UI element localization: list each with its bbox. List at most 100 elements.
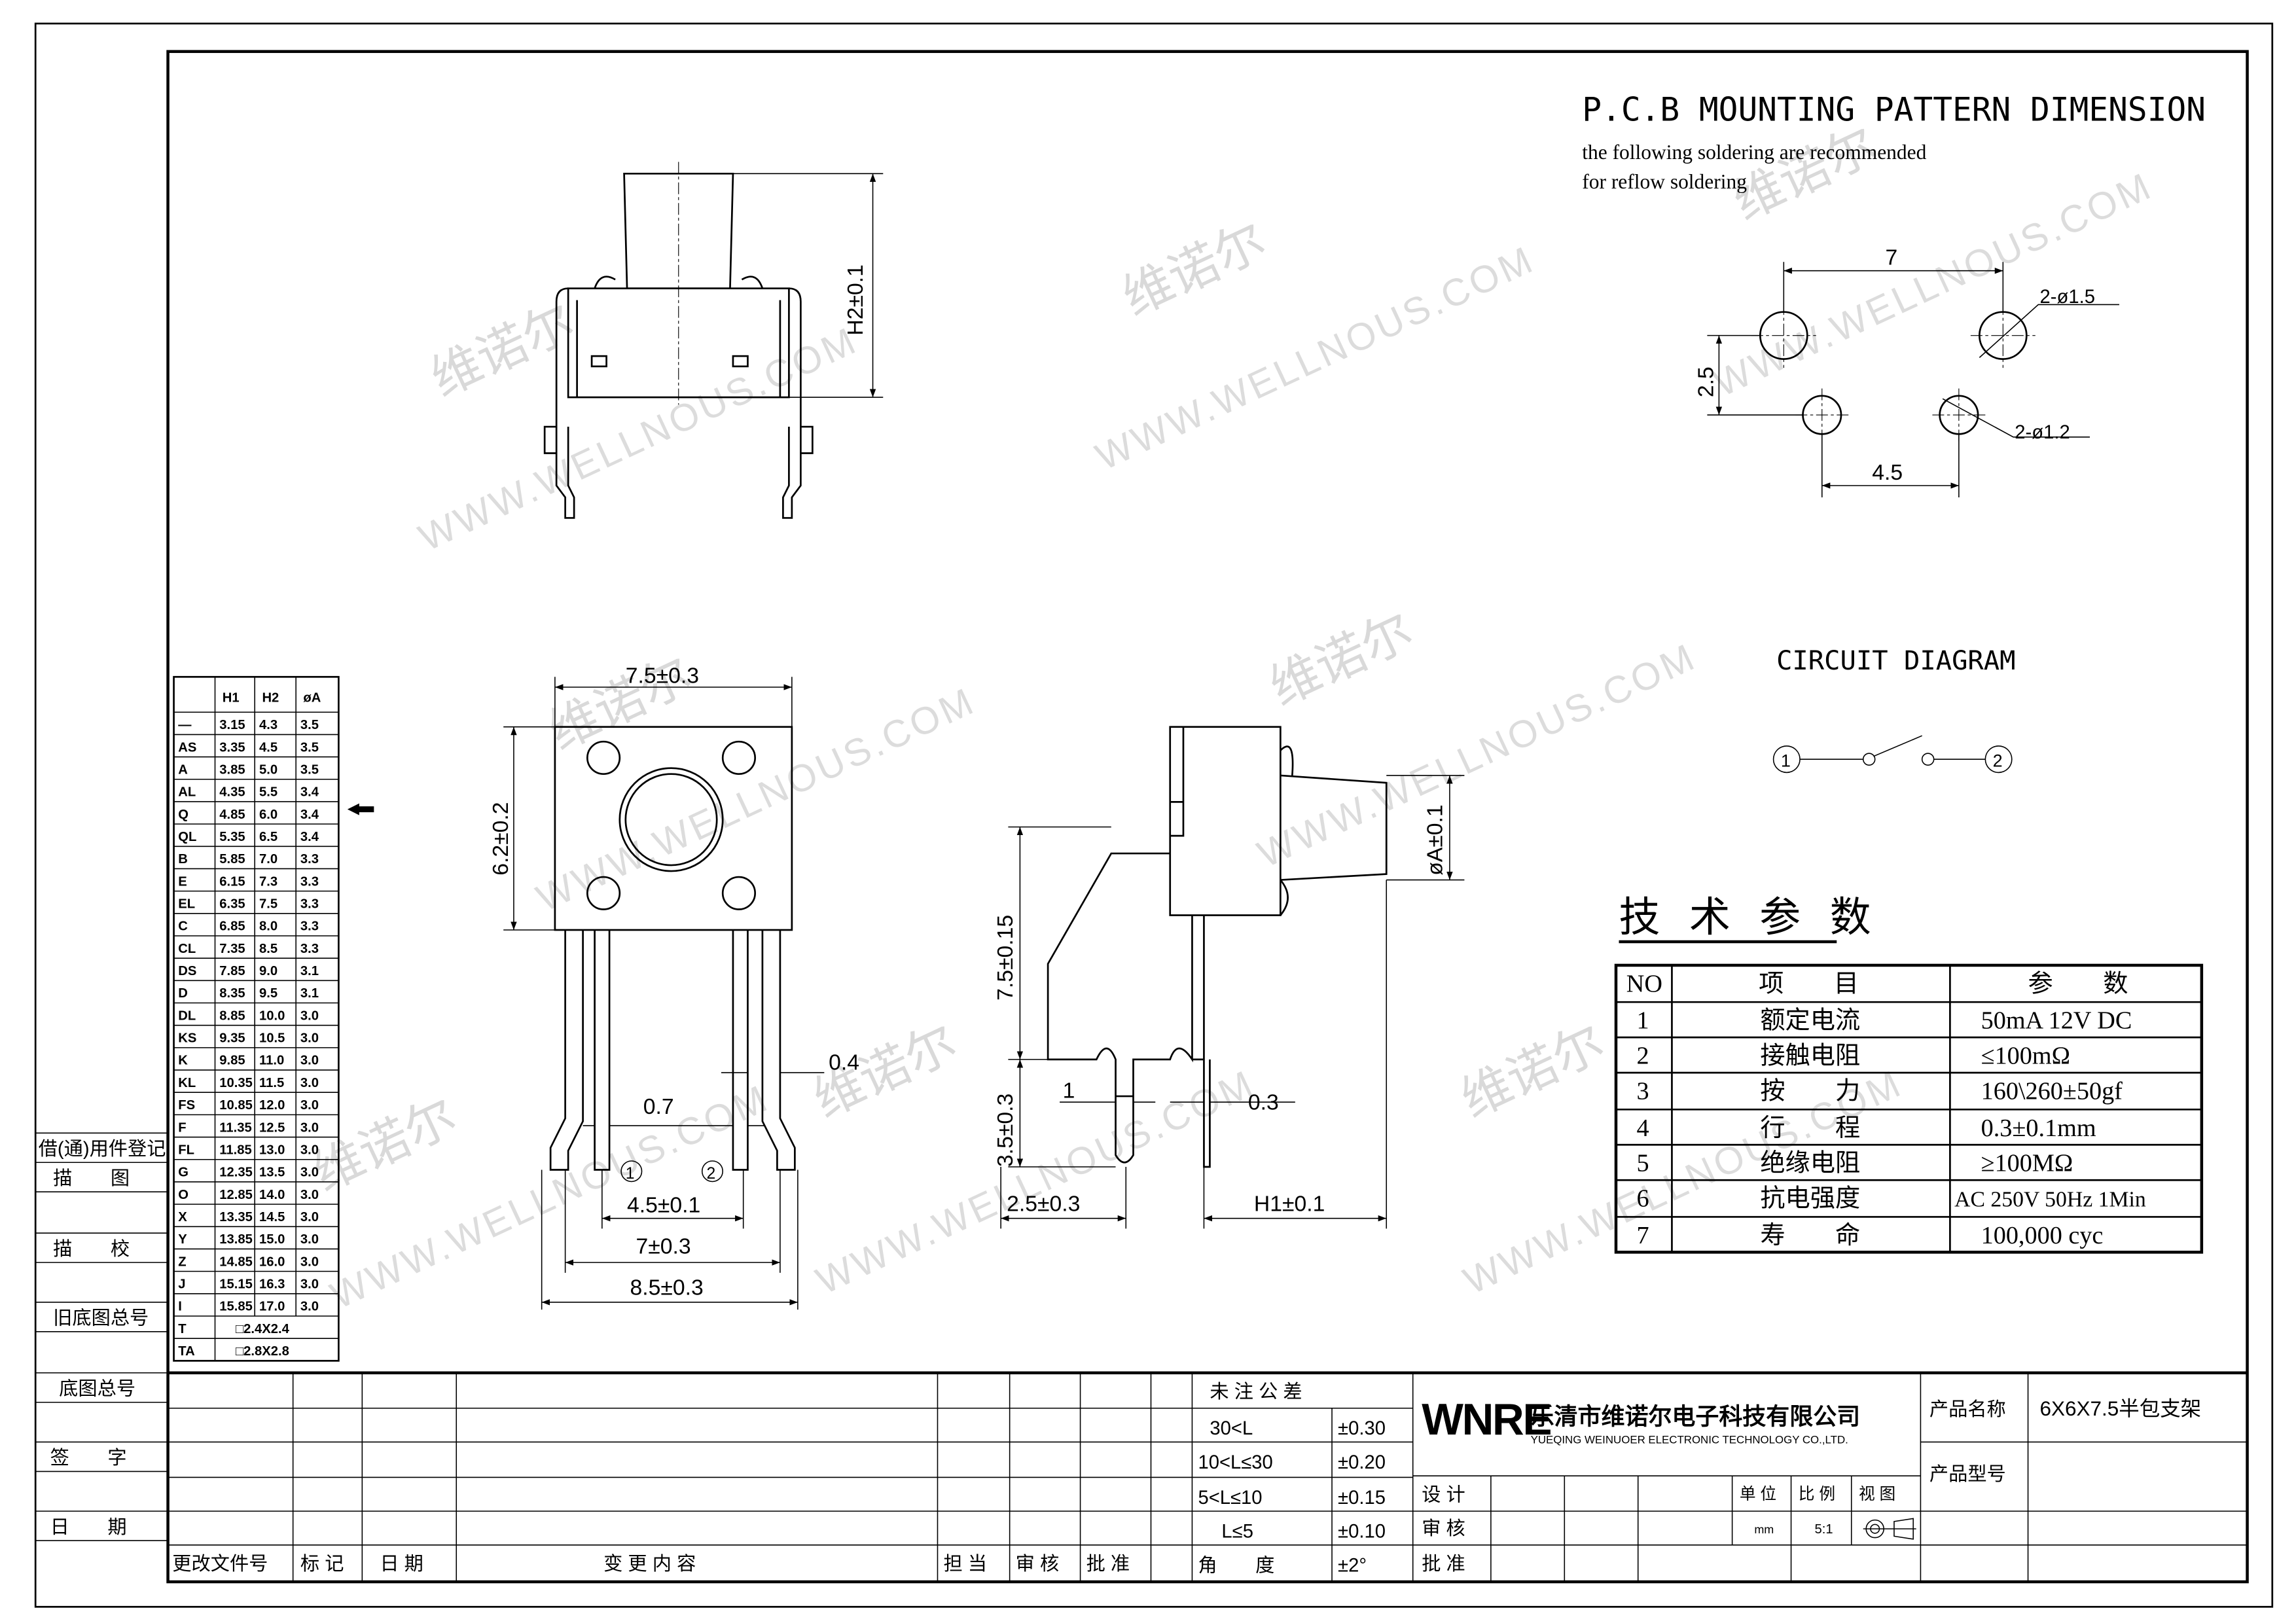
variant-cell: Q [178,808,188,822]
variant-cell: 3.0 [300,1210,319,1224]
drawing-label: 7±0.3 [636,1234,691,1259]
variant-cell: 15.0 [259,1232,285,1247]
variant-cell: 3.4 [300,830,319,844]
variant-cell: F [178,1120,186,1135]
column-header: H1 [223,690,240,705]
variant-cell: 3.3 [300,874,319,889]
variant-cell: 6.85 [219,919,245,934]
drawing-label: 产品型号 [1929,1463,2006,1485]
drawing-label: 4.5 [1872,460,1903,485]
variant-cell: 3.0 [300,1166,319,1180]
drawing-label: 2 [706,1165,715,1183]
drawing-label: 旧底图总号 [53,1308,149,1329]
pcb-title: P.C.B MOUNTING PATTERN DIMENSION [1582,90,2206,128]
specs-cell: 0.3±0.1mm [1981,1115,2096,1142]
drawing-label: 2-ø1.2 [2015,422,2070,443]
tolerance-value: ±0.30 [1338,1418,1386,1439]
variant-cell: 3.3 [300,919,319,934]
variant-cell: C [178,919,188,934]
drawing-label: 设 计 [1422,1484,1465,1505]
variant-cell: DS [178,964,196,978]
variant-cell: 5.0 [259,762,278,777]
specs-cell: 6 [1636,1185,1649,1213]
drawing-label: 描 图 [53,1168,130,1189]
variant-cell: 14.85 [219,1255,253,1269]
variant-cell: 7.5 [259,897,278,911]
drawing-label: 4.5±0.1 [627,1193,700,1218]
variant-cell: I [178,1300,182,1314]
variant-cell: 6.5 [259,830,278,844]
variant-cell: 3.5 [300,762,319,777]
specs-cell: 160\260±50gf [1981,1078,2123,1105]
specs-header: 项 目 [1759,970,1859,997]
variant-cell: 9.0 [259,964,278,978]
variant-cell: 3.3 [300,942,319,956]
drawing-label: 7.5±0.3 [626,663,699,688]
specs-cell: ≤100mΩ [1981,1043,2070,1070]
variant-table-frame [173,675,340,1362]
drawing-label: 单 位 [1740,1485,1776,1503]
variant-cell: 3.0 [300,1232,319,1247]
variant-cell: 3.35 [219,740,245,755]
drawing-label: 7.5±0.15 [993,915,1018,1001]
variant-cell: 3.0 [300,1031,319,1046]
specs-header: 参 数 [2028,969,2128,997]
tolerance-value: ±0.15 [1338,1488,1386,1508]
drawing-label: for reflow soldering [1582,170,1747,193]
variant-cell: 4.35 [219,785,245,800]
tolerance-range: 角 度 [1198,1554,1274,1576]
variant-cell: 3.15 [219,718,245,732]
top-view: H2±0.1 [543,162,884,519]
variant-cell: K [178,1054,188,1068]
variant-cell: 3.5 [300,740,319,755]
tolerance-range: L≤5 [1221,1522,1253,1543]
variant-cell: 11.35 [219,1120,251,1135]
variant-cell: 3.1 [300,986,319,1001]
variant-cell: 3.0 [300,1188,319,1202]
variant-cell: J [178,1277,185,1291]
variant-cell: 4.85 [219,808,245,822]
variant-cell: 5.85 [219,852,245,866]
variant-cell: A [178,762,188,777]
variant-cell: 10.85 [219,1098,253,1113]
drawing-label: 0.7 [643,1094,674,1119]
variant-cell: 10.5 [259,1031,285,1046]
drawing-label: 日 期 [380,1554,423,1575]
variant-cell: X [178,1210,187,1224]
variant-cell: G [178,1166,188,1180]
drawing-label: 维诺尔 [1453,1014,1613,1128]
variant-cell: 9.35 [219,1031,245,1046]
variant-cell: 16.3 [259,1277,285,1291]
drawing-label: 审 核 [1422,1518,1465,1539]
variant-cell: Y [178,1232,187,1247]
drawing-label: 底图总号 [59,1378,135,1399]
drawing-label: 5:1 [1815,1522,1833,1537]
variant-cell: 13.0 [259,1143,285,1157]
variant-cell: 12.5 [259,1120,285,1135]
drawing-label: 0.4 [829,1050,859,1075]
variant-cell: 3.0 [300,1143,319,1157]
specs-cell: 绝缘电阻 [1760,1149,1860,1177]
variant-cell: 3.1 [300,964,319,978]
drawing-label: CIRCUIT DIAGRAM [1776,645,2015,676]
variant-cell: 11.5 [259,1076,284,1090]
drawing-label: 更改文件号 [172,1553,268,1575]
specs-cell: 7 [1636,1222,1649,1249]
tolerance-value: ±0.10 [1338,1522,1386,1543]
drawing-label: 0.3 [1248,1090,1279,1115]
watermark: 维诺尔 WWW.WELLNOUS.COM 维诺尔 WWW.WELLNOUS.CO… [305,117,2159,1317]
specs-cell: 1 [1636,1007,1649,1035]
circuit-diagram: CIRCUIT DIAGRAM 1 2 [1772,645,2016,774]
left-strip: 借(通)用件登记 描 图 描 校 旧底图总号 底图总号 签 字 日 期 [35,1132,168,1541]
variant-cell: 12.0 [259,1098,285,1113]
specs-cell: 4 [1636,1115,1649,1142]
specs-header: NO [1626,970,1662,997]
variant-cell: DL [178,1008,196,1023]
variant-cell: 3.0 [300,1054,319,1068]
drawing-label: YUEQING WEINUOER ELECTRONIC TECHNOLOGY C… [1531,1434,1848,1446]
projection-symbol [1863,1518,1916,1540]
variant-cell: TA [178,1344,195,1359]
drawing-label: 批 准 [1086,1553,1130,1575]
drawing-label: 维诺尔 [1115,213,1274,327]
